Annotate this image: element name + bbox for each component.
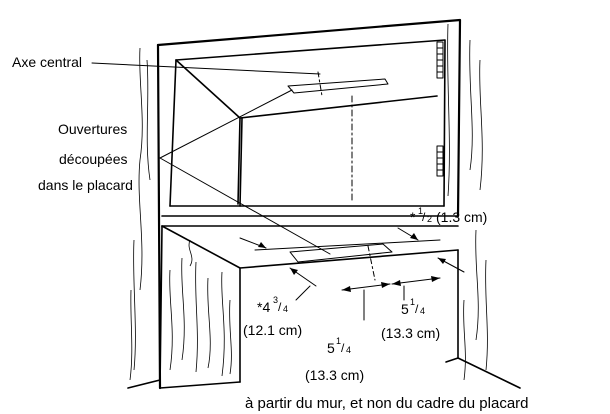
upper-cabinet-frame (156, 18, 462, 390)
openings-leader-bottom (159, 157, 331, 255)
dim-mid-whole: 5 (327, 340, 335, 356)
dim-mid: 5 1 / 4 (13.3 cm) (305, 336, 364, 383)
dim-half-inch: * 1 / 2 (1.3 cm) (397, 206, 487, 273)
wood-grain-texture (129, 23, 488, 381)
dim-half-slash: / (422, 210, 426, 224)
center-axis-label-group: Axe central (12, 54, 321, 75)
dim-right: 5 1 / 4 (13.3 cm) (381, 297, 440, 341)
dim-half-denominator: 2 (427, 214, 432, 224)
mounting-brackets (436, 41, 444, 177)
footnote: à partir du mur, et non du cadre du plac… (245, 395, 529, 412)
dim-left-whole: *4 (257, 299, 270, 315)
dim-right-metric: (13.3 cm) (381, 325, 440, 341)
openings-label-line3: dans le placard (38, 177, 133, 193)
dim-half-metric: (1.3 cm) (436, 209, 487, 225)
dim-left-denominator: 4 (283, 304, 288, 314)
openings-leader-top (159, 89, 293, 159)
dim-half-numerator: 1 (418, 206, 423, 216)
dim-right-numerator: 1 (410, 297, 415, 307)
dim-mid-numerator: 1 (336, 336, 341, 346)
dim-right-slash: / (415, 302, 419, 316)
range-hood (175, 59, 438, 207)
dim-mid-denominator: 4 (346, 345, 351, 355)
center-axis-label: Axe central (12, 54, 82, 70)
dim-half-prefix: * (410, 209, 416, 225)
dim-left: *4 3 / 4 (12.1 cm) (243, 285, 311, 338)
bottom-cutout (254, 239, 441, 281)
lower-cabinet (127, 225, 521, 389)
top-cutout (287, 71, 389, 97)
openings-label-line1: Ouvertures (58, 121, 127, 137)
dim-left-arrow (239, 237, 317, 287)
dim-left-slash: / (278, 300, 282, 314)
dim-left-metric: (12.1 cm) (243, 322, 302, 338)
dim-right-denominator: 4 (420, 306, 425, 316)
dim-mid-arrow (341, 282, 391, 321)
dim-right-whole: 5 (401, 301, 409, 317)
center-axis-leader (91, 62, 321, 75)
openings-label-line2: découpées (59, 151, 128, 167)
dim-mid-slash: / (341, 341, 345, 355)
dim-left-numerator: 3 (273, 295, 278, 305)
openings-label-group: Ouvertures découpées dans le placard (38, 89, 331, 255)
dim-right-arrow (391, 276, 441, 301)
dim-mid-metric: (13.3 cm) (305, 367, 364, 383)
